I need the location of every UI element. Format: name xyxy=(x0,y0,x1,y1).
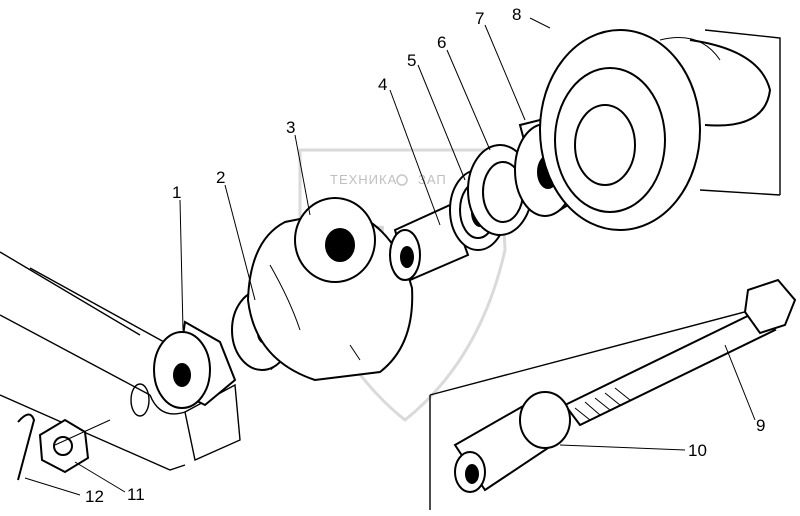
callout-10: 10 xyxy=(688,441,707,460)
callout-8: 8 xyxy=(512,5,521,24)
watermark-top-text-right: ЗАП xyxy=(418,172,447,187)
watermark-gear-icon xyxy=(396,174,408,186)
callout-7: 7 xyxy=(475,9,484,28)
bolt-plate xyxy=(429,299,791,510)
part-11-castle-nut xyxy=(38,418,90,474)
callout-6: 6 xyxy=(437,33,446,52)
part-10-spacer-tube xyxy=(453,391,571,493)
callouts: 1 2 3 4 5 6 7 8 9 10 11 12 xyxy=(85,5,765,506)
leader-lines xyxy=(24,17,756,496)
callout-5: 5 xyxy=(407,51,416,70)
watermark-top-text: ТЕХНИКА xyxy=(330,172,397,187)
axle-plate xyxy=(699,29,781,196)
part-9-bolt xyxy=(563,278,797,427)
part-4-sleeve xyxy=(389,203,470,282)
part-1-bushing xyxy=(153,320,237,409)
callout-11: 11 xyxy=(127,485,145,504)
callout-12: 12 xyxy=(85,487,104,506)
callout-9: 9 xyxy=(756,416,765,435)
part-12-cotter-pin xyxy=(17,413,36,481)
callout-3: 3 xyxy=(286,118,295,137)
callout-1: 1 xyxy=(172,183,181,202)
part-8-roller-wheel xyxy=(539,29,772,231)
callout-2: 2 xyxy=(216,168,225,187)
callout-4: 4 xyxy=(378,75,387,94)
